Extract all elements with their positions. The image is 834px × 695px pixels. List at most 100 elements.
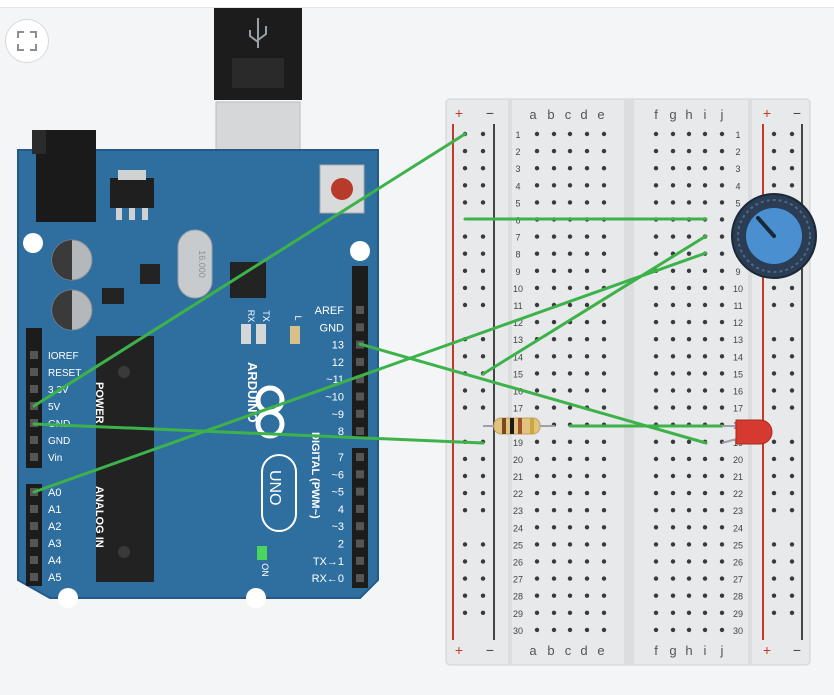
rail-hole[interactable] <box>462 166 468 171</box>
breadboard-hole[interactable] <box>601 508 607 513</box>
breadboard-hole[interactable] <box>653 131 659 137</box>
rail-hole[interactable] <box>789 593 795 598</box>
header-pin[interactable] <box>30 556 38 564</box>
breadboard-hole[interactable] <box>601 405 607 410</box>
rail-hole[interactable] <box>480 354 486 359</box>
breadboard-hole[interactable] <box>567 131 573 137</box>
breadboard-hole[interactable] <box>551 627 557 633</box>
breadboard-hole[interactable] <box>584 183 590 188</box>
breadboard-hole[interactable] <box>653 542 659 547</box>
breadboard-hole[interactable] <box>670 439 676 444</box>
breadboard-hole[interactable] <box>534 388 540 393</box>
breadboard-hole[interactable] <box>719 456 725 462</box>
header-pin[interactable] <box>30 522 38 530</box>
breadboard-hole[interactable] <box>601 456 607 462</box>
rail-hole[interactable] <box>480 473 486 479</box>
breadboard-hole[interactable] <box>551 542 557 547</box>
breadboard-hole[interactable] <box>670 490 676 496</box>
rail-hole[interactable] <box>480 166 486 171</box>
breadboard-hole[interactable] <box>686 234 692 239</box>
breadboard-hole[interactable] <box>702 388 708 393</box>
breadboard-hole[interactable] <box>719 285 725 291</box>
breadboard-hole[interactable] <box>670 405 676 410</box>
breadboard-hole[interactable] <box>601 439 607 444</box>
breadboard-hole[interactable] <box>686 148 692 154</box>
breadboard-hole[interactable] <box>551 473 557 479</box>
rail-hole[interactable] <box>771 542 777 547</box>
breadboard-hole[interactable] <box>653 525 659 530</box>
rail-hole[interactable] <box>771 337 777 342</box>
breadboard-hole[interactable] <box>670 542 676 547</box>
rail-hole[interactable] <box>462 542 468 547</box>
breadboard-hole[interactable] <box>584 319 590 325</box>
breadboard-hole[interactable] <box>534 148 540 154</box>
rail-hole[interactable] <box>789 148 795 154</box>
breadboard-hole[interactable] <box>653 354 659 359</box>
breadboard-hole[interactable] <box>653 627 659 633</box>
breadboard-hole[interactable] <box>719 166 725 171</box>
breadboard-hole[interactable] <box>670 576 676 581</box>
breadboard-hole[interactable] <box>534 405 540 410</box>
breadboard-hole[interactable] <box>534 234 540 239</box>
header-pin[interactable] <box>356 487 364 496</box>
breadboard-hole[interactable] <box>686 319 692 325</box>
breadboard-hole[interactable] <box>601 627 607 633</box>
rail-hole[interactable] <box>789 559 795 564</box>
rail-hole[interactable] <box>789 131 795 137</box>
header-pin[interactable] <box>356 453 364 461</box>
breadboard-hole[interactable] <box>567 337 573 342</box>
breadboard-hole[interactable] <box>551 354 557 359</box>
breadboard-hole[interactable] <box>702 319 708 325</box>
breadboard-hole[interactable] <box>653 405 659 410</box>
header-pin[interactable] <box>356 556 364 565</box>
rail-hole[interactable] <box>771 490 777 496</box>
breadboard-hole[interactable] <box>719 388 725 393</box>
breadboard-hole[interactable] <box>584 610 590 615</box>
breadboard-hole[interactable] <box>670 166 676 171</box>
breadboard-hole[interactable] <box>567 456 573 462</box>
breadboard-hole[interactable] <box>601 268 607 273</box>
breadboard-hole[interactable] <box>601 593 607 598</box>
rail-hole[interactable] <box>771 354 777 359</box>
fit-view-button[interactable] <box>5 19 49 63</box>
arduino-uno-board[interactable]: 16.000 RX TX L ON ARDUINO UNO IOREFRESET… <box>17 130 379 608</box>
breadboard-hole[interactable] <box>653 251 659 256</box>
breadboard-hole[interactable] <box>601 302 607 308</box>
breadboard-hole[interactable] <box>686 337 692 342</box>
breadboard-hole[interactable] <box>653 200 659 205</box>
breadboard-hole[interactable] <box>670 508 676 513</box>
breadboard-hole[interactable] <box>686 525 692 530</box>
rail-hole[interactable] <box>771 388 777 393</box>
rail-hole[interactable] <box>789 285 795 291</box>
rail-hole[interactable] <box>771 148 777 154</box>
breadboard-hole[interactable] <box>653 234 659 239</box>
breadboard-hole[interactable] <box>686 302 692 308</box>
breadboard-hole[interactable] <box>584 473 590 479</box>
breadboard-hole[interactable] <box>686 439 692 444</box>
breadboard-hole[interactable] <box>686 508 692 513</box>
breadboard-hole[interactable] <box>719 183 725 188</box>
header-pin[interactable] <box>30 539 38 547</box>
breadboard-hole[interactable] <box>551 559 557 564</box>
red-led[interactable] <box>721 419 773 445</box>
breadboard-hole[interactable] <box>653 490 659 496</box>
rail-hole[interactable] <box>462 234 468 239</box>
breadboard-hole[interactable] <box>534 354 540 359</box>
breadboard-hole[interactable] <box>567 542 573 547</box>
breadboard-hole[interactable] <box>702 610 708 615</box>
breadboard-hole[interactable] <box>551 183 557 188</box>
breadboard-hole[interactable] <box>534 131 540 137</box>
breadboard-hole[interactable] <box>534 576 540 581</box>
breadboard-hole[interactable] <box>551 405 557 410</box>
header-pin[interactable] <box>356 357 364 366</box>
breadboard-hole[interactable] <box>702 131 708 137</box>
breadboard-hole[interactable] <box>670 371 676 376</box>
breadboard-hole[interactable] <box>719 337 725 342</box>
breadboard-hole[interactable] <box>686 354 692 359</box>
rail-hole[interactable] <box>480 559 486 564</box>
rail-hole[interactable] <box>789 302 795 308</box>
rail-hole[interactable] <box>789 337 795 342</box>
rail-hole[interactable] <box>771 302 777 308</box>
breadboard-hole[interactable] <box>601 166 607 171</box>
breadboard-hole[interactable] <box>584 627 590 633</box>
